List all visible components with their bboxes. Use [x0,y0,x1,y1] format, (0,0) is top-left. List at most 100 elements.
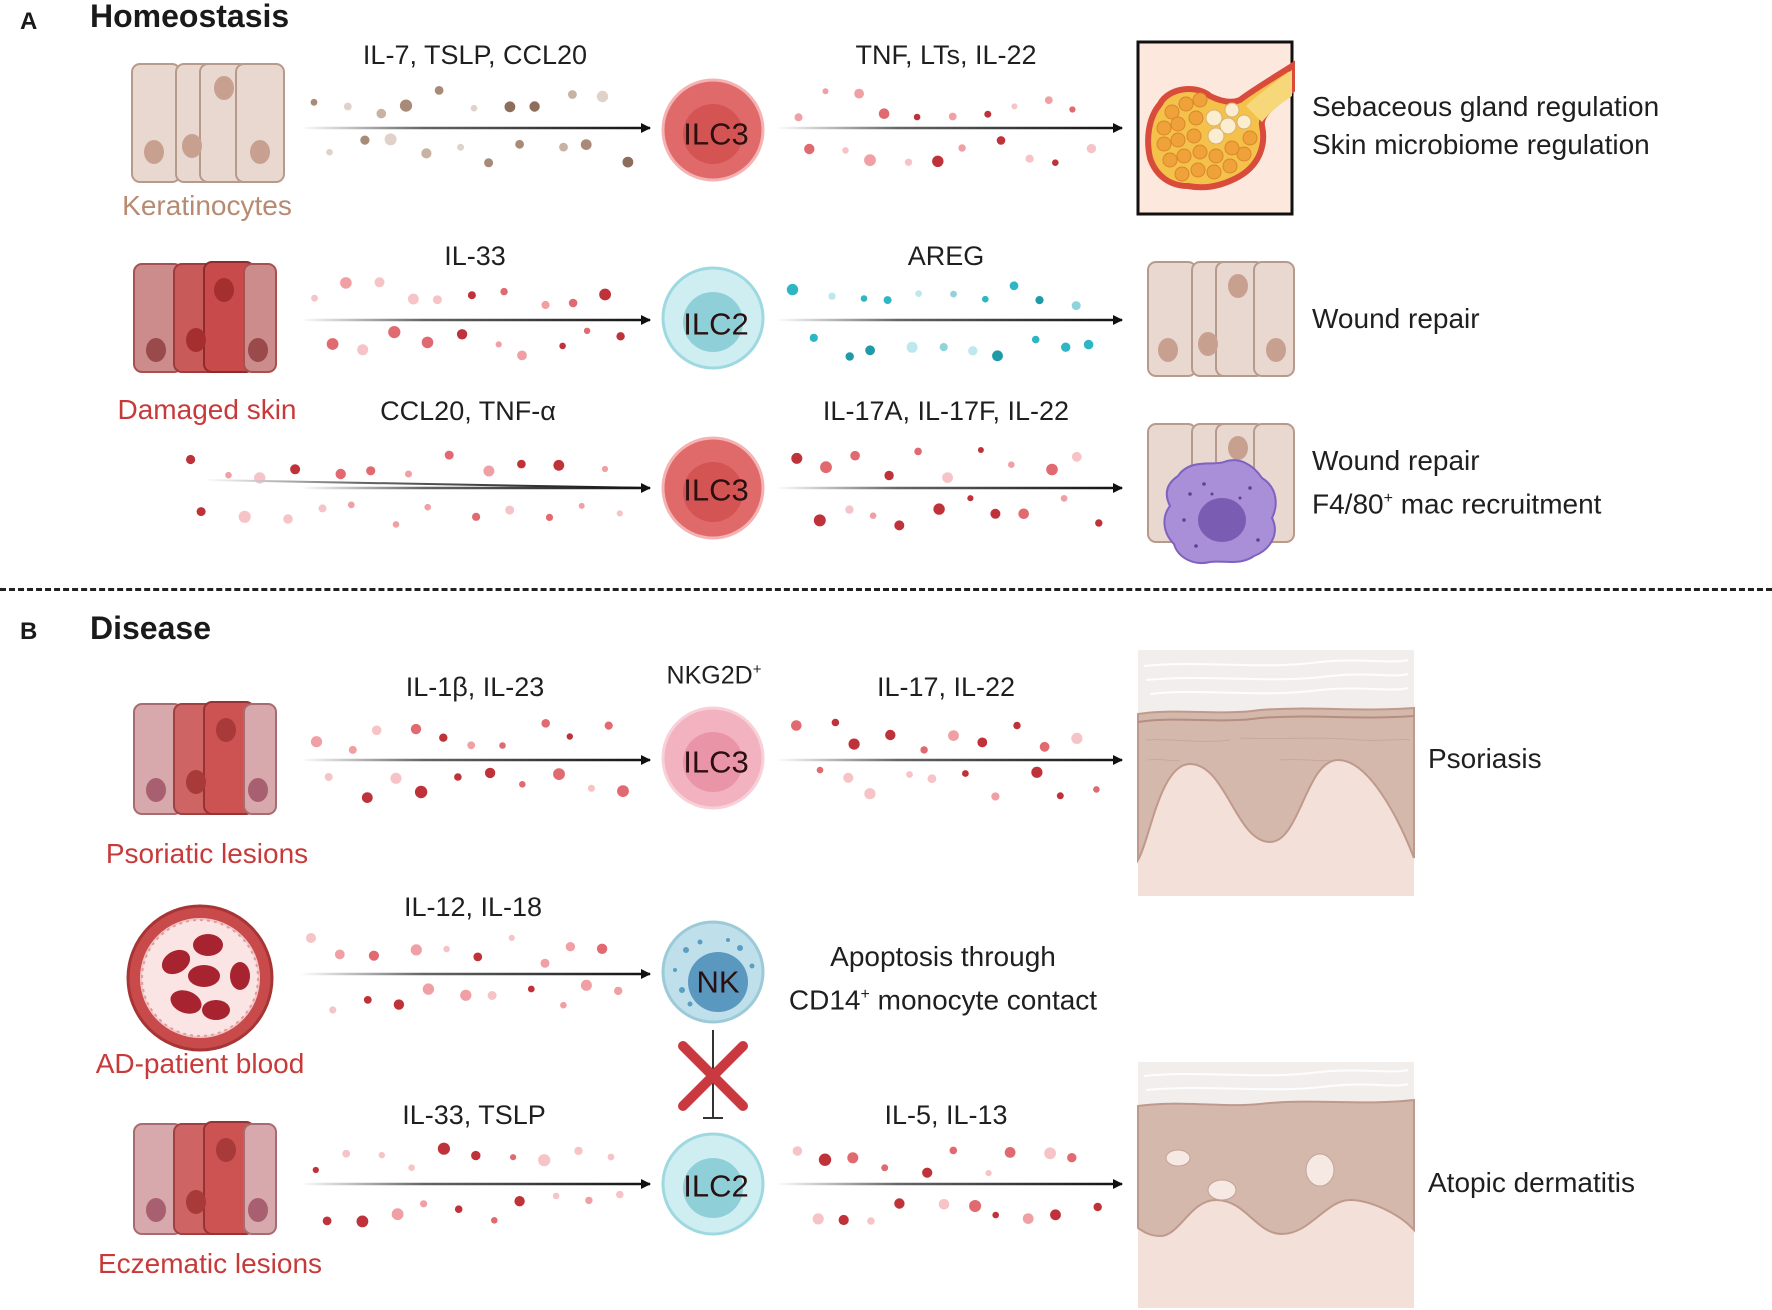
cytokine-dot [984,110,992,118]
cytokine-dot [487,991,497,1000]
cytokine-dot [225,471,232,479]
input-cytokines-label: IL-33, TSLP [402,1100,546,1130]
cytokine-dot [421,336,434,349]
cytokine-dot [553,768,565,780]
damaged-cells-icon [133,261,277,373]
cytokine-dot [467,741,476,750]
cytokine-dot [1071,301,1081,311]
cytokine-dot [508,934,515,942]
cytokine-dot [1093,1202,1102,1212]
cytokine-dot [363,996,372,1004]
cytokine-dot [842,147,849,154]
cytokine-dot [457,143,465,151]
cytokine-dot [541,300,550,310]
cytokine-dot [838,1214,849,1226]
cytokine-dot [568,90,577,99]
cytokine-dot [990,508,1001,519]
cytokine-dot [948,112,957,121]
cytokine-dot [596,90,609,103]
cytokine-dot [326,148,333,156]
cytokine-dot [812,1213,824,1225]
cytokine-dot [1044,96,1053,104]
cytokine-dot [456,329,468,340]
cytokine-dot [599,288,611,301]
cytokine-dot [587,784,596,792]
cytokine-dot [864,788,876,800]
cytokine-dot [467,291,476,300]
cytokine-dot [376,108,387,119]
cytokine-dot [1060,495,1068,502]
cytokine-dot [444,450,454,460]
cytokine-dot [439,733,448,742]
cytokine-dot [310,98,318,106]
cytokine-dot [541,719,550,728]
cytokine-dot [601,465,609,473]
cytokine-dot [968,346,978,356]
input-cytokines-label: IL-1β, IL-23 [405,672,545,702]
cytokine-dot [1086,143,1097,154]
cytokine-dot [559,142,568,152]
cell-label-ilc2: ILC2 [683,1168,749,1204]
cytokine-dot [495,341,502,348]
cytokine-dot [950,290,957,298]
cytokine-dot [443,945,450,953]
cytokine-dot [517,350,527,361]
cytokine-dot [992,1211,999,1219]
cytokine-dot [414,785,428,799]
cytokine-dot [366,466,376,476]
cytokine-dot [1061,342,1071,352]
cytokine-dot [360,135,370,145]
cytokine-dot [1031,766,1043,778]
outcome-label: Sebaceous gland regulation [1312,91,1660,122]
cytokine-dot [820,461,832,474]
cytokine-dot [904,158,913,166]
cytokine-dot [371,725,382,736]
output-cytokines-label: IL-5, IL-13 [884,1100,1008,1130]
cytokine-dot [922,1167,933,1178]
panel-title-homeostasis: Homeostasis [90,0,290,34]
cytokine-dot [616,1190,624,1199]
outcome-label: CD14+ monocyte contact [788,984,1098,1016]
cytokine-dot [527,985,535,993]
psoriatic-cells-icon [133,701,277,815]
cytokine-dot [361,792,373,803]
cell-label-ilc3: ILC3 [683,472,749,508]
cytokine-dot [818,1153,832,1166]
outcome-label: Wound repair [1312,445,1480,476]
cytokine-dot [347,501,355,509]
cytokine-dot [1093,786,1100,793]
cytokine-dot [470,104,478,112]
cytokine-dot [1046,463,1058,476]
cytokine-dot [574,1146,583,1156]
cytokine-dot [329,1006,337,1014]
blood-vessel-icon [126,904,274,1052]
cytokine-dot [791,720,802,731]
cytokine-dot [545,513,554,522]
cytokine-dot [915,290,922,297]
sebaceous-gland-icon [1136,40,1295,216]
cytokine-dot [326,338,339,350]
cytokine-dot [985,1170,992,1177]
cytokine-dot [850,450,860,461]
outcome-label: Apoptosis through [830,941,1056,972]
cytokine-dot [1050,1209,1061,1221]
cytokine-dot [920,746,928,754]
output-cytokines-label: AREG [907,241,985,271]
cytokine-dot [938,1199,950,1210]
nk-cell-icon [661,920,765,1024]
cytokine-dot [472,512,481,521]
cytokine-dot [529,101,540,112]
cytokine-dot [894,1198,905,1209]
cytokine-dot [499,742,506,749]
cytokine-dot [614,986,623,996]
cytokine-dot [519,781,526,788]
eczematic-cells-icon [133,1121,277,1235]
cytokine-dot [794,113,803,122]
cytokine-dot [1004,1147,1016,1158]
cytokine-dot [1035,296,1044,305]
cytokine-dot [565,942,576,952]
cytokine-dot [869,512,877,519]
cytokine-dot [422,983,435,995]
cytokine-dot [283,514,293,524]
